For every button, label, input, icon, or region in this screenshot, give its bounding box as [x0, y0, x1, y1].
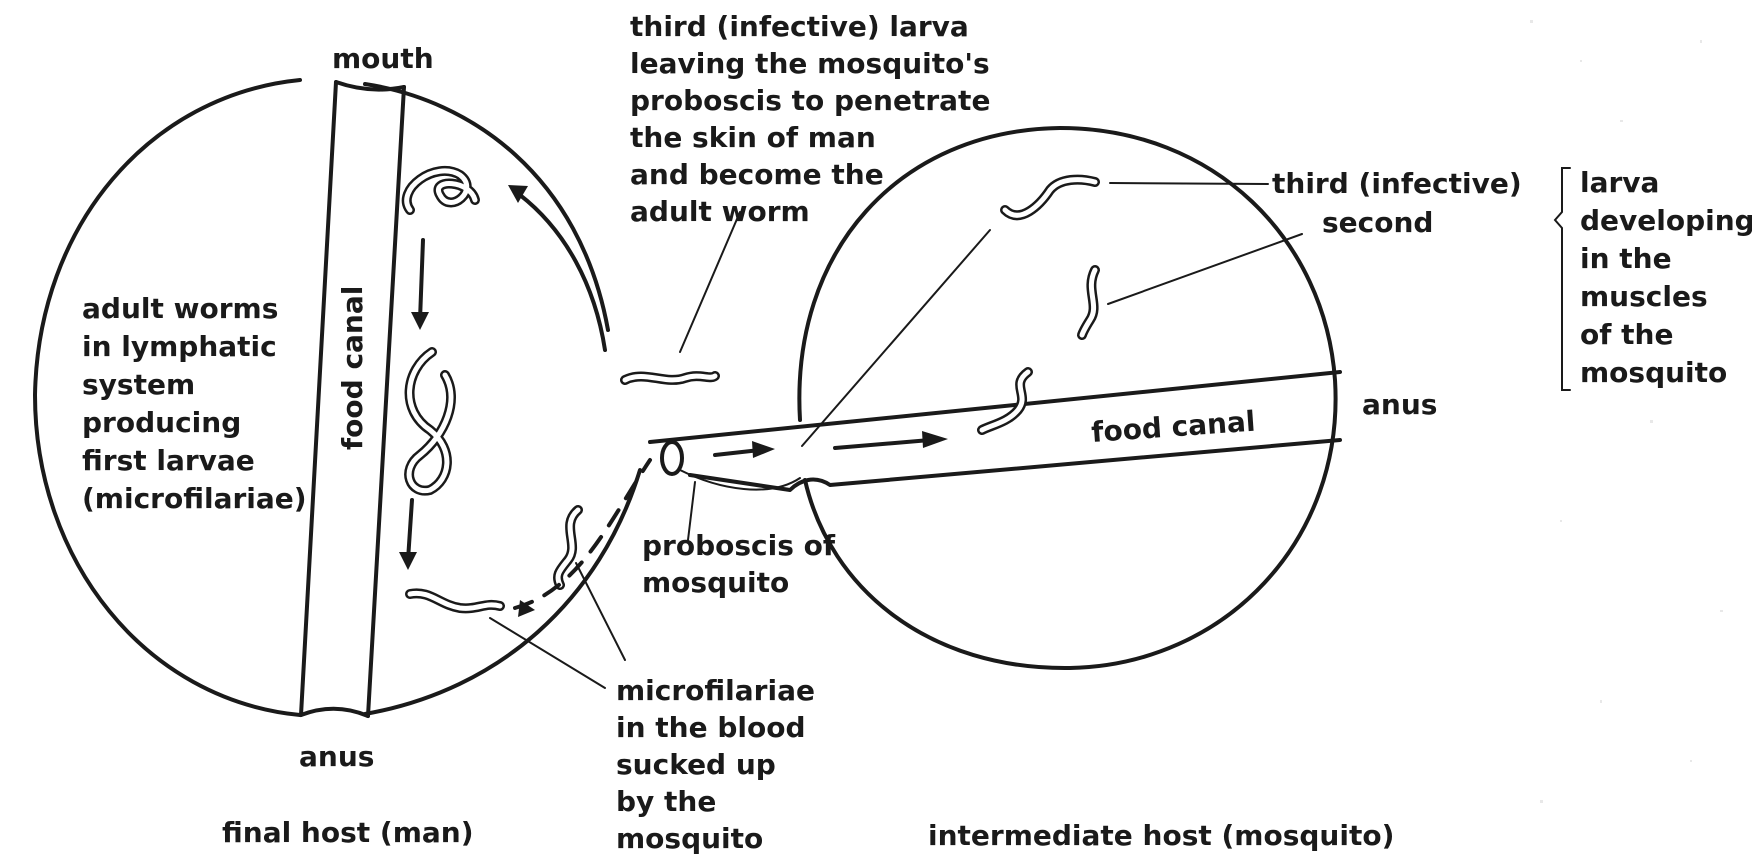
arrow-icon	[835, 431, 948, 448]
worm-icon	[410, 593, 500, 608]
svg-text:larva: larva	[1580, 166, 1659, 199]
worm-icon	[407, 171, 475, 210]
larva-developing-note: larva developing in the muscles of the m…	[1580, 166, 1752, 389]
svg-text:sucked up: sucked up	[616, 748, 776, 781]
svg-text:of the: of the	[1580, 318, 1673, 351]
svg-text:proboscis of: proboscis of	[642, 529, 836, 562]
worm-icon	[1005, 180, 1095, 216]
arrow-icon	[411, 240, 429, 330]
svg-text:mosquito: mosquito	[642, 566, 789, 599]
proboscis-channel	[680, 470, 800, 490]
svg-text:adult worm: adult worm	[630, 195, 810, 228]
worm-icon	[558, 510, 578, 585]
svg-text:mosquito: mosquito	[1580, 356, 1727, 389]
adult-worms-text: adult worms in lymphatic system producin…	[82, 292, 307, 515]
svg-text:leaving the mosquito's: leaving the mosquito's	[630, 47, 990, 80]
svg-text:in the: in the	[1580, 242, 1672, 275]
svg-text:third (infective) larva: third (infective) larva	[630, 10, 969, 43]
scan-noise	[1530, 20, 1723, 803]
proboscis-tip	[662, 442, 682, 474]
anus-label-right: anus	[1362, 388, 1437, 421]
stage-second-label: second	[1322, 206, 1433, 239]
mouth-label: mouth	[332, 42, 434, 75]
arrow-icon	[399, 500, 417, 570]
infective-larva-note: third (infective) larva leaving the mosq…	[630, 10, 990, 228]
final-host-caption: final host (man)	[222, 816, 474, 849]
svg-text:microfilariae: microfilariae	[616, 674, 815, 707]
arrow-icon	[515, 460, 650, 617]
svg-text:first larvae: first larvae	[82, 444, 255, 477]
worm-icon	[409, 352, 451, 491]
food-canal-label-right: food canal	[1090, 405, 1256, 449]
svg-text:the skin of man: the skin of man	[630, 121, 876, 154]
worm-icon	[1082, 270, 1095, 335]
svg-text:in lymphatic: in lymphatic	[82, 330, 277, 363]
intermediate-host-caption: intermediate host (mosquito)	[928, 819, 1394, 852]
microfilariae-note: microfilariae in the blood sucked up by …	[616, 674, 815, 855]
proboscis-bottom-wall	[690, 440, 1340, 490]
proboscis-note: proboscis of mosquito	[642, 529, 836, 599]
svg-text:(microfilariae): (microfilariae)	[82, 482, 307, 515]
svg-text:system: system	[82, 368, 195, 401]
final-host-canal-right-wall	[368, 87, 404, 716]
svg-text:producing: producing	[82, 406, 241, 439]
svg-text:and become the: and become the	[630, 158, 884, 191]
svg-text:adult worms: adult worms	[82, 292, 278, 325]
anus-notch	[301, 709, 368, 716]
bracket	[1555, 168, 1570, 390]
arrow-icon	[715, 441, 775, 458]
svg-text:proboscis to penetrate: proboscis to penetrate	[630, 84, 990, 117]
svg-text:by the: by the	[616, 785, 716, 818]
food-canal-label-left: food canal	[336, 286, 369, 450]
stage-third-label: third (infective)	[1272, 167, 1522, 200]
worm-icon	[625, 376, 715, 380]
worm-icon	[982, 372, 1028, 430]
final-host-canal-left-wall	[301, 82, 336, 715]
svg-text:in the blood: in the blood	[616, 711, 806, 744]
svg-text:mosquito: mosquito	[616, 822, 763, 855]
svg-text:developing: developing	[1580, 204, 1752, 237]
anus-label-left: anus	[299, 740, 374, 773]
svg-text:muscles: muscles	[1580, 280, 1708, 313]
